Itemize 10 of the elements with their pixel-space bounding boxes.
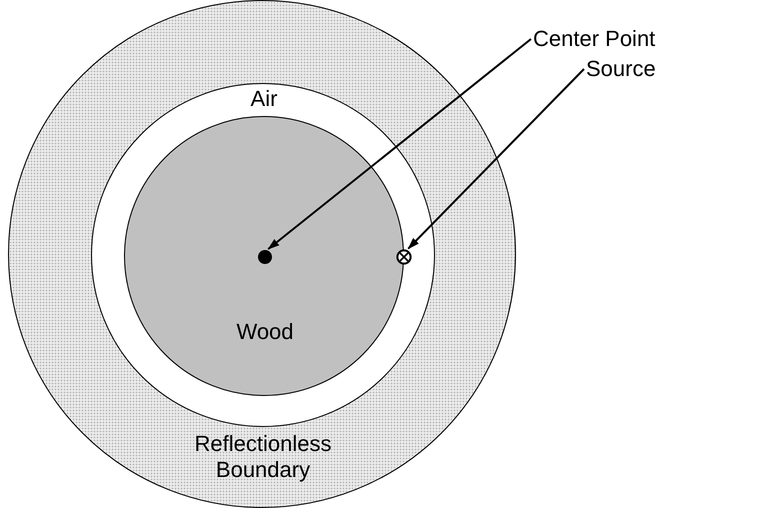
leader-arrow [267, 38, 532, 250]
callout-label: Source [586, 56, 656, 82]
callout-label: Center Point [533, 26, 656, 52]
region-label: Reflectionless Boundary [194, 431, 332, 483]
center-point-dot [258, 250, 272, 264]
leader-arrow [408, 68, 585, 250]
region-label: Wood [235, 319, 295, 345]
air-ring [91, 83, 435, 427]
region-label: Air [250, 86, 278, 112]
source-symbol [396, 249, 412, 265]
